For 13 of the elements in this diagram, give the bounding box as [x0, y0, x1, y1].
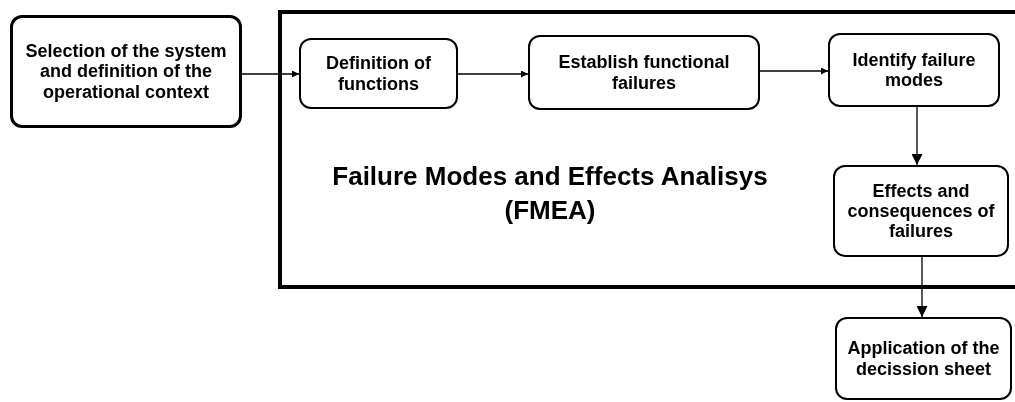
arrow [759, 67, 829, 75]
process-box: Application of the decission sheet [835, 317, 1012, 400]
process-box: Selection of the system and definition of the operational context [10, 15, 242, 128]
arrow [911, 106, 923, 166]
arrow [916, 256, 928, 318]
group-frame [278, 10, 1015, 289]
process-box: Definition of functions [299, 38, 458, 109]
process-box: Identify failure modes [828, 33, 1000, 107]
process-box: Effects and consequences of failures [833, 165, 1009, 257]
arrow [457, 70, 529, 78]
group-title: Failure Modes and Effects Analisys (FMEA) [331, 160, 769, 227]
process-box: Establish functional failures [528, 35, 760, 110]
arrow [241, 70, 300, 78]
